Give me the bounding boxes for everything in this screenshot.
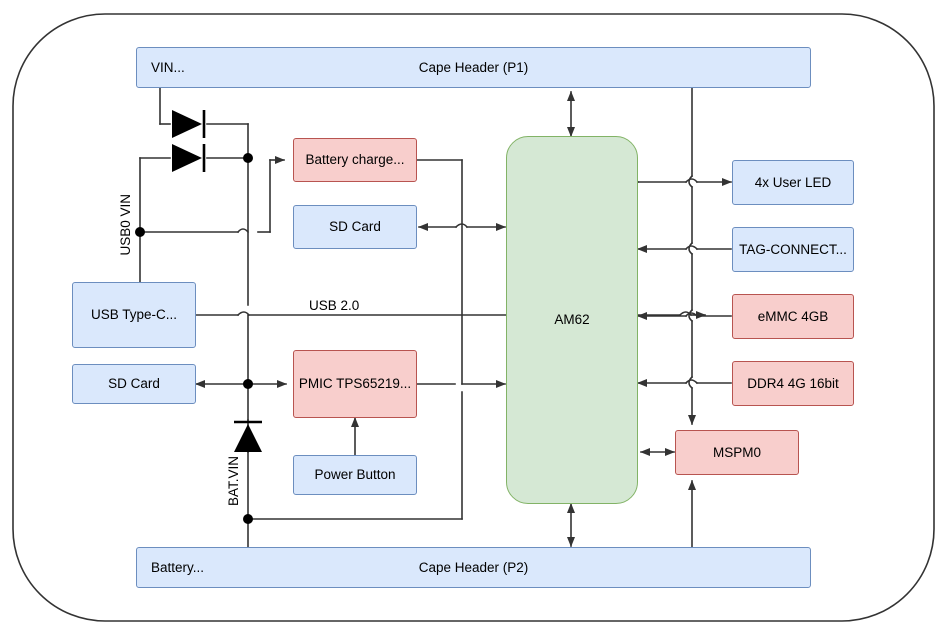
node-sd-card-left[interactable]: SD Card (72, 364, 196, 404)
diode-bottom-icon (234, 420, 262, 452)
am62-label: AM62 (554, 312, 590, 328)
wire-right-bus-jump-2 (688, 241, 694, 256)
wire-usb20-jump-trunk (236, 311, 251, 317)
battery-charger-label: Battery charge... (305, 152, 405, 168)
cape-header-p2-label: Cape Header (P2) (418, 559, 529, 575)
power-button-label: Power Button (314, 467, 396, 483)
node-emmc[interactable]: eMMC 4GB (732, 294, 854, 339)
node-power-button[interactable]: Power Button (293, 455, 417, 495)
cape-header-p2-corner-label: Battery... (151, 559, 205, 575)
node-pmic[interactable]: PMIC TPS65219... (293, 350, 417, 418)
cape-header-p1-corner-label: VIN... (151, 59, 185, 75)
board-outline (12, 13, 935, 622)
user-led-label: 4x User LED (754, 174, 832, 190)
wire-am62-to-led-jump (684, 178, 699, 184)
wire-usb0vin-jump-trunk (236, 228, 250, 234)
wire-tag-jump (684, 245, 699, 251)
wire-right-bus-jump-4 (688, 375, 694, 390)
diode-middle-icon (172, 144, 206, 172)
wire-right-bus-jump-1 (688, 174, 694, 189)
node-cape-header-p1[interactable]: VIN... Cape Header (P1) (136, 47, 811, 88)
wire-label-usb-20: USB 2.0 (305, 298, 364, 313)
node-cape-header-p2[interactable]: Battery... Cape Header (P2) (136, 547, 811, 588)
junction-dots (135, 153, 253, 524)
emmc-label: eMMC 4GB (757, 308, 829, 324)
mspm0-label: MSPM0 (712, 444, 761, 460)
junction-dot-batvin (243, 514, 253, 524)
junction-dot-charger (243, 153, 253, 163)
wire-right-bus-jump-3 (688, 308, 694, 323)
wire-label-bat-vin: BAT.VIN (226, 452, 241, 511)
wire-emmc-jump (684, 312, 699, 318)
usb-type-c-label: USB Type-C... (90, 307, 178, 323)
wire-ddr4-jump (684, 379, 699, 385)
wire-sdtop-jump (454, 223, 469, 229)
sd-card-left-label: SD Card (108, 376, 160, 392)
node-tag-connect[interactable]: TAG-CONNECT... (732, 227, 854, 272)
wire-usb20-jump-right (678, 311, 693, 317)
node-mspm0[interactable]: MSPM0 (675, 430, 799, 475)
node-user-led[interactable]: 4x User LED (732, 160, 854, 205)
ddr4-label: DDR4 4G 16bit (747, 375, 839, 391)
diode-top-icon (172, 110, 206, 138)
node-usb-type-c[interactable]: USB Type-C... (72, 282, 196, 348)
sd-card-top-label: SD Card (329, 219, 381, 235)
node-battery-charger[interactable]: Battery charge... (293, 138, 417, 182)
junction-dot-sdpmic (243, 379, 253, 389)
wire-label-usb0-vin: USB0 VIN (118, 190, 133, 260)
node-am62[interactable]: AM62 (506, 136, 638, 504)
node-sd-card-top[interactable]: SD Card (293, 205, 417, 249)
tag-connect-label: TAG-CONNECT... (739, 241, 847, 257)
junction-dot-usb0vin (135, 227, 145, 237)
pmic-label: PMIC TPS65219... (298, 376, 412, 392)
node-ddr4[interactable]: DDR4 4G 16bit (732, 361, 854, 406)
cape-header-p1-label: Cape Header (P1) (418, 59, 529, 75)
